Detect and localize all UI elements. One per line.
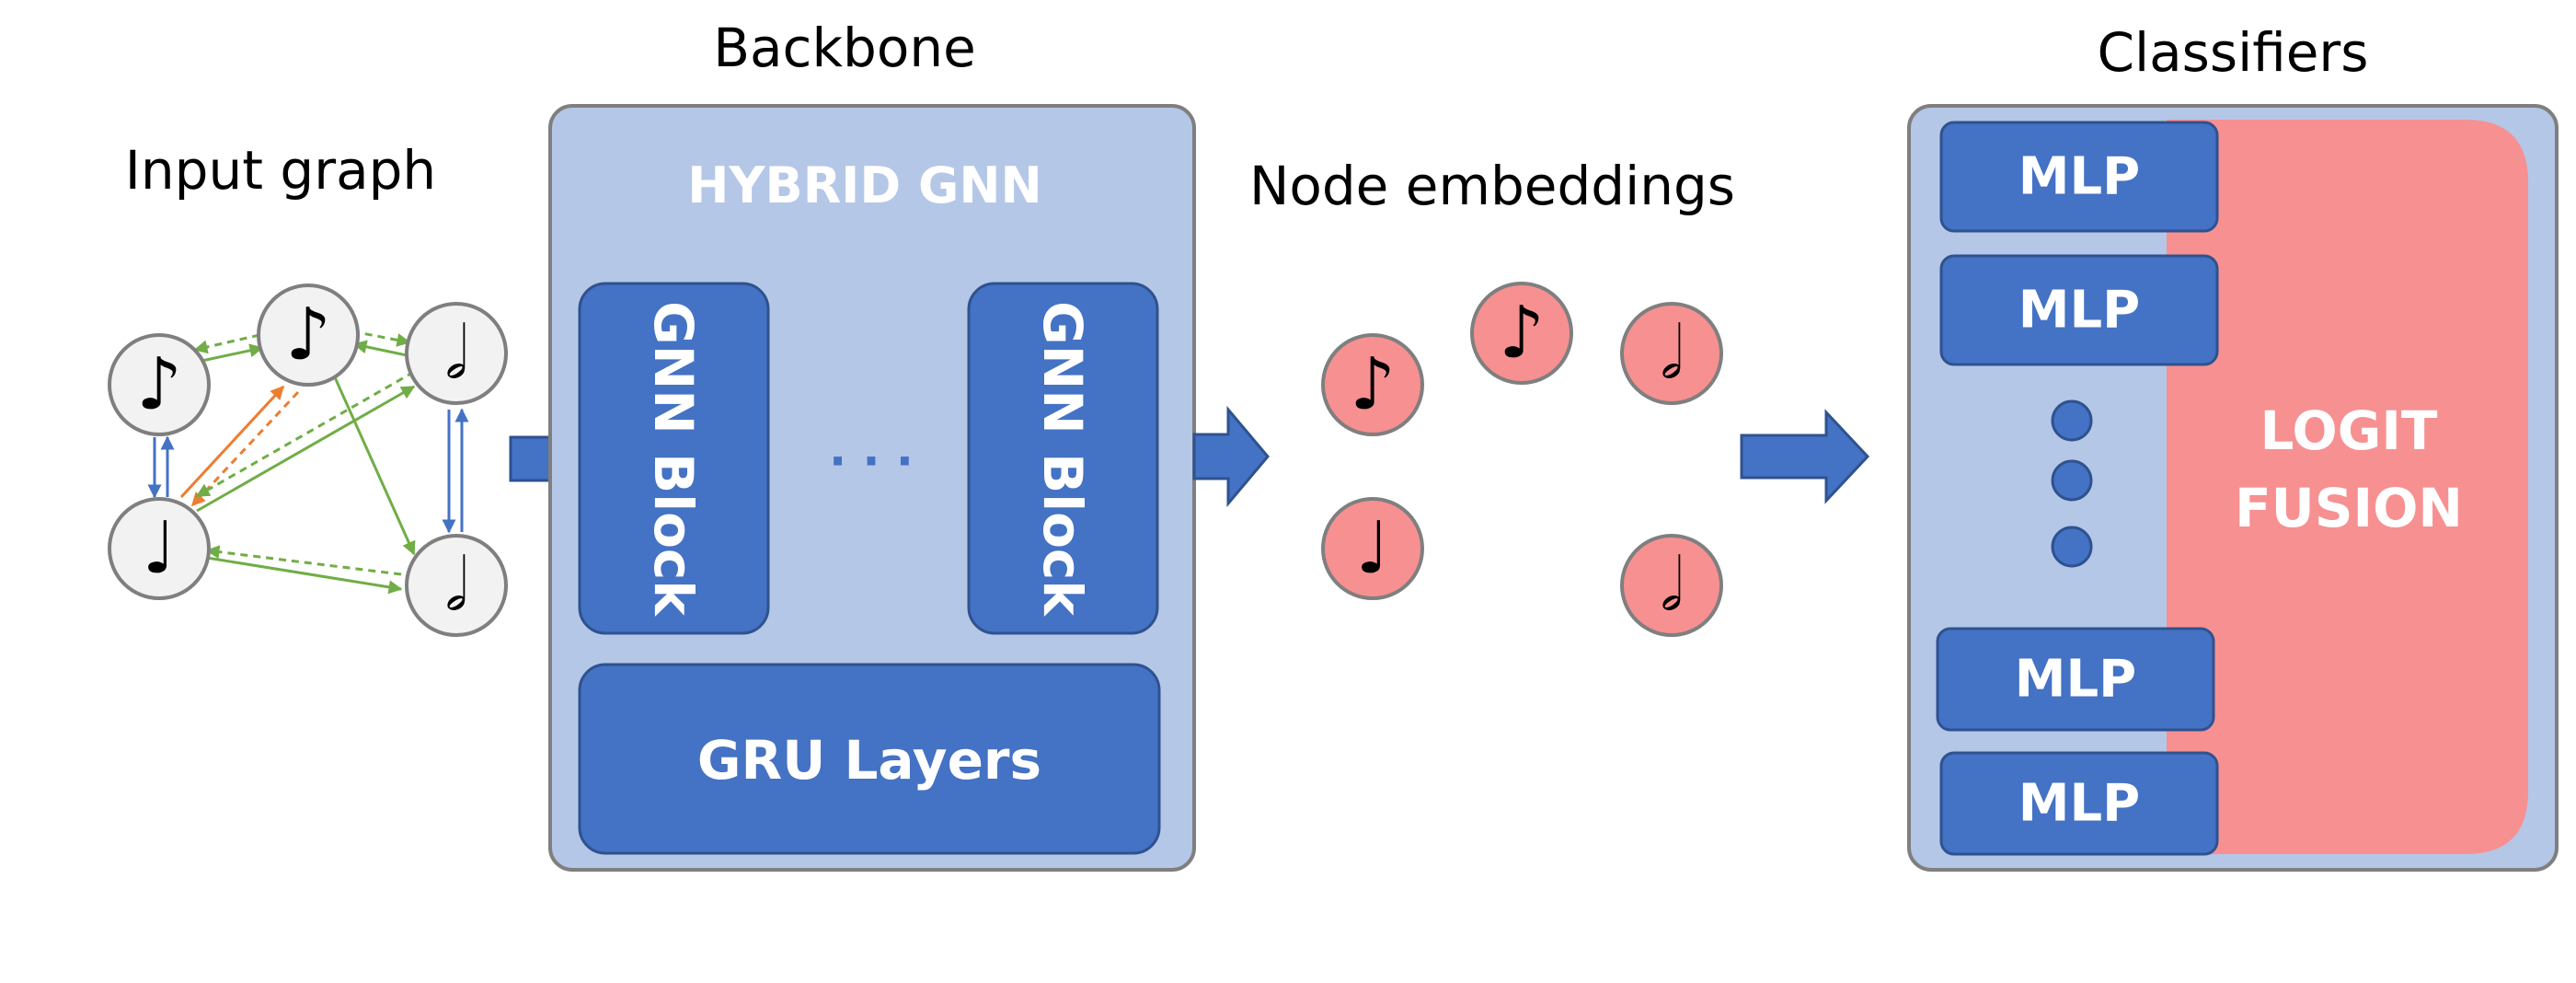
note-half-icon: 𝅗𝅥 <box>1661 544 1684 627</box>
graph-node: ♪ <box>108 333 211 436</box>
edge <box>205 545 402 576</box>
logit-fusion-block <box>2167 120 2528 854</box>
gnn-block-2 <box>967 282 1159 635</box>
edge <box>179 385 285 499</box>
classifier-input-arrow <box>1740 409 1870 504</box>
edge <box>195 370 415 498</box>
embedding-node: ♪ <box>1470 282 1573 385</box>
note-quarter-icon: ♩ <box>1356 507 1390 590</box>
embedding-node: 𝅗𝅥 <box>1620 534 1723 637</box>
hybrid-gnn-label: HYBRID GNN <box>687 156 1041 214</box>
backbone-title: Backbone <box>713 17 976 79</box>
gru-layers-label: GRU Layers <box>697 729 1041 792</box>
input-arrow <box>509 435 554 482</box>
edge <box>333 376 416 556</box>
graph-edges <box>147 330 469 595</box>
edge <box>196 385 416 513</box>
embedding-node: ♩ <box>1321 497 1424 600</box>
note-half-icon: 𝅗𝅥 <box>445 312 468 395</box>
logit-fusion-label-1: LOGIT <box>2260 399 2438 462</box>
note-eighth-icon: ♪ <box>285 294 331 376</box>
mlp-block <box>1936 627 2215 732</box>
ellipsis-dot <box>2051 399 2093 442</box>
input-graph-title: Input graph <box>125 139 436 202</box>
note-quarter-icon: ♩ <box>143 507 177 590</box>
ellipsis-dot <box>2051 526 2093 568</box>
graph-node: 𝅗𝅥 <box>405 302 508 405</box>
note-half-icon: 𝅗𝅥 <box>1661 312 1684 395</box>
edge <box>193 333 260 354</box>
backbone-output-arrow <box>1192 405 1270 508</box>
mlp-block <box>1939 121 2219 233</box>
ellipsis: · · · <box>829 434 914 488</box>
mlp-label: MLP <box>2015 650 2136 710</box>
gru-layers-block <box>578 663 1161 855</box>
note-eighth-icon: ♪ <box>136 343 182 426</box>
edge <box>206 556 403 595</box>
gnn-block-1-label: GNN Block <box>642 301 705 617</box>
edge <box>351 330 411 347</box>
edge <box>192 343 264 364</box>
ellipsis-dot <box>2051 459 2093 502</box>
gnn-block-2-label: GNN Block <box>1031 301 1094 617</box>
graph-node: ♪ <box>257 283 360 387</box>
note-half-icon: 𝅗𝅥 <box>445 544 468 627</box>
graph-node: 𝅗𝅥 <box>405 534 508 637</box>
logit-fusion-label-2: FUSION <box>2235 477 2463 539</box>
mlp-label: MLP <box>2018 774 2140 834</box>
mlp-label: MLP <box>2018 281 2140 341</box>
note-eighth-icon: ♪ <box>1350 343 1396 426</box>
mlp-block <box>1939 254 2219 366</box>
embedding-node: 𝅗𝅥 <box>1620 302 1723 405</box>
mlp-block <box>1939 751 2219 856</box>
node-embeddings-title: Node embeddings <box>1249 155 1735 217</box>
mlp-label: MLP <box>2018 147 2140 207</box>
graph-node: ♩ <box>108 497 211 600</box>
edge <box>352 340 408 357</box>
note-eighth-icon: ♪ <box>1499 292 1545 375</box>
classifiers-title: Classifiers <box>2098 21 2369 84</box>
gnn-block-1 <box>578 282 770 635</box>
embedding-node: ♪ <box>1321 333 1424 436</box>
